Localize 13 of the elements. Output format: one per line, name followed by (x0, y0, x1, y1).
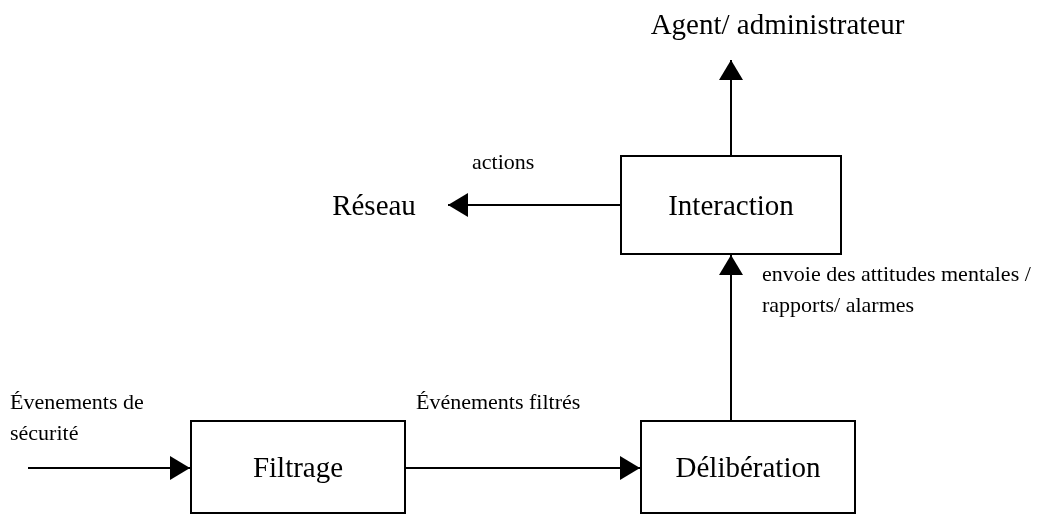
process-box (620, 155, 842, 255)
box-label: Interaction (668, 188, 794, 222)
arrow (447, 193, 621, 217)
process-box (190, 420, 406, 514)
arrow (719, 59, 743, 156)
arrow (27, 456, 191, 480)
box-label: Filtrage (252, 450, 344, 484)
process-box (640, 420, 856, 514)
node-label: Réseau (332, 188, 416, 222)
arrow (405, 456, 641, 480)
arrow (719, 254, 743, 421)
node-label: Agent/ administrateur (650, 8, 905, 41)
box-label: Délibération (675, 450, 821, 484)
